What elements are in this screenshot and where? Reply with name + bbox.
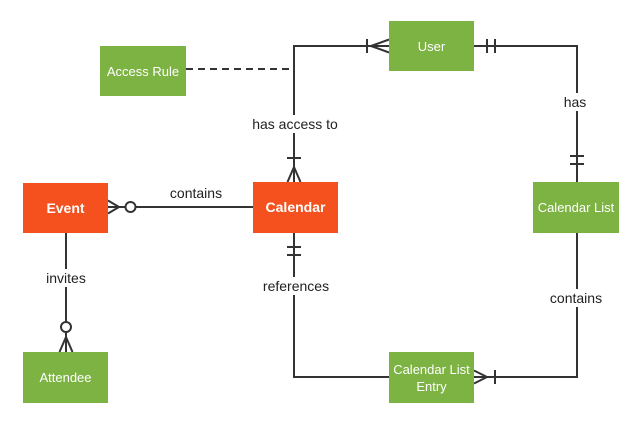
entity-event: Event bbox=[23, 183, 108, 233]
edge-calendar-user bbox=[293, 45, 389, 182]
relationship-label-references: references bbox=[257, 277, 335, 295]
crows-foot-icon bbox=[107, 199, 120, 215]
edge-calendar-entry bbox=[293, 233, 389, 378]
entity-calendar-list: Calendar List bbox=[533, 182, 619, 233]
entity-calendar-list-entry: Calendar List Entry bbox=[389, 352, 474, 403]
crows-foot-icon bbox=[286, 166, 302, 183]
zero-ring-icon bbox=[124, 201, 137, 213]
edge-user-calendarlist bbox=[474, 45, 578, 182]
relationship-label-invites: invites bbox=[41, 269, 91, 287]
double-tick-icon bbox=[287, 246, 301, 256]
relationship-label-has-access-to: has access to bbox=[247, 115, 343, 133]
entity-user: User bbox=[389, 21, 474, 71]
entity-attendee: Attendee bbox=[23, 352, 108, 403]
entity-label: Calendar bbox=[265, 199, 326, 215]
relationship-label-contains-list: contains bbox=[544, 289, 608, 307]
double-tick-icon bbox=[570, 155, 584, 165]
entity-label: User bbox=[417, 38, 446, 54]
zero-ring-icon bbox=[60, 321, 72, 333]
double-tick-icon bbox=[486, 39, 496, 53]
crows-foot-icon bbox=[473, 369, 488, 385]
entity-label: Attendee bbox=[39, 370, 92, 385]
relationship-label-has: has bbox=[558, 93, 592, 111]
entity-calendar: Calendar bbox=[253, 182, 338, 233]
relationship-label-contains-event: contains bbox=[164, 184, 228, 202]
entity-label: Calendar List bbox=[537, 200, 615, 215]
crows-foot-icon bbox=[370, 38, 390, 54]
entity-access-rule: Access Rule bbox=[100, 46, 186, 96]
entity-label: Event bbox=[46, 199, 85, 216]
edge-calendarlist-entry bbox=[474, 233, 578, 378]
entity-label: Calendar List Entry bbox=[393, 361, 470, 394]
entity-label: Access Rule bbox=[106, 63, 180, 79]
crows-foot-icon bbox=[58, 336, 74, 353]
